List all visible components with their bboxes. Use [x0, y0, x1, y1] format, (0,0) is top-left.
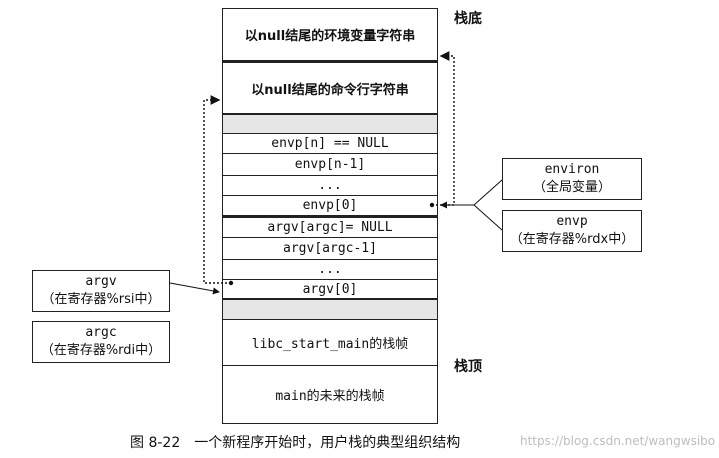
stack-top-label: 栈顶: [454, 359, 482, 375]
main-frame-label: main的未来的栈帧: [275, 389, 385, 404]
stack-bottom-label: 栈底: [454, 11, 482, 27]
padding-row: [223, 115, 437, 134]
env-strings-block: 以null结尾的环境变量字符串: [223, 9, 437, 61]
environ-desc: （全局变量）: [532, 180, 611, 195]
argc-box: argc （在寄存器%rdi中）: [32, 321, 170, 363]
argv-desc: （在寄存器%rsi中）: [41, 292, 161, 307]
envp-name: envp: [556, 214, 588, 229]
argv-to-argv0-arrow: [169, 282, 220, 295]
envp-box: envp （在寄存器%rdx中）: [502, 210, 642, 252]
environ-name: environ: [544, 162, 600, 177]
argv-argc1-row: argv[argc-1]: [223, 238, 437, 260]
caption-text: 一个新程序开始时，用户栈的典型组织结构: [194, 435, 461, 451]
libc-start-main-frame: libc_start_main的栈帧: [223, 320, 437, 366]
figure-caption: 图 8-22 一个新程序开始时，用户栈的典型组织结构: [130, 432, 600, 452]
libc-frame-label: libc_start_main的栈帧: [251, 337, 409, 352]
envp-n-row: envp[n] == NULL: [223, 134, 437, 154]
envp-0-row: envp[0]: [223, 196, 437, 216]
watermark: https://blog.csdn.net/wangwsibo: [520, 434, 716, 448]
environ-box: environ （全局变量）: [502, 158, 642, 200]
argv-argc-row: argv[argc]= NULL: [223, 216, 437, 238]
envp-dots-row: ...: [223, 176, 437, 196]
argc-name: argc: [85, 325, 117, 340]
main-future-frame: main的未来的栈帧: [223, 366, 437, 423]
envp-n1-row: envp[n-1]: [223, 154, 437, 176]
environ-to-envp0-arrow: [440, 179, 503, 209]
argv-0-row: argv[0]: [223, 280, 437, 300]
user-stack: 以null结尾的环境变量字符串 以null结尾的命令行字符串 envp[n] =…: [222, 8, 438, 424]
argc-desc: （在寄存器%rdi中）: [40, 343, 162, 358]
gap-row: [223, 300, 437, 320]
argv-name: argv: [85, 274, 117, 289]
envp-desc: （在寄存器%rdx中）: [509, 232, 635, 247]
argv-box: argv （在寄存器%rsi中）: [32, 270, 170, 312]
envp-to-envp0-arrow: [473, 204, 503, 231]
cmd-strings-block: 以null结尾的命令行字符串: [223, 61, 437, 115]
caption-number: 图 8-22: [130, 435, 181, 451]
argv-dots-row: ...: [223, 260, 437, 280]
